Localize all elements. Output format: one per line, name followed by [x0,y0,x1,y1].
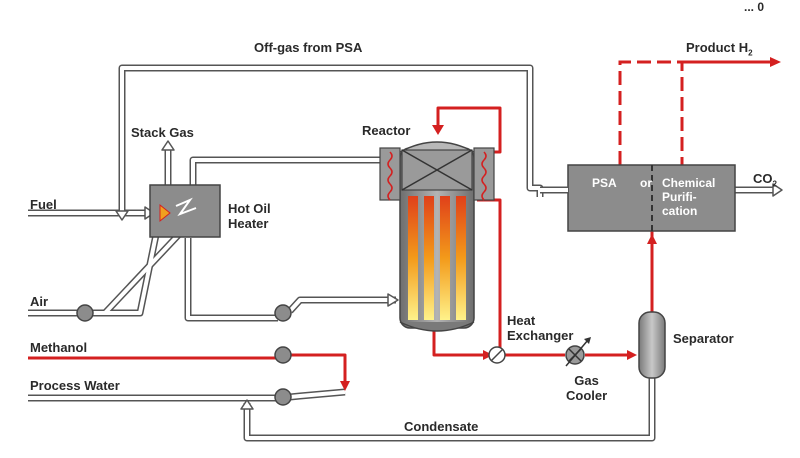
pumps [76,304,292,406]
methanol-pump [274,346,292,364]
co2-subscript: 2 [772,179,777,189]
cold-streams [28,64,775,442]
heat-exchanger [488,346,506,364]
air-pump [76,304,94,322]
stack-gas-arrowhead [161,140,175,151]
condensate-arrowhead [240,399,254,410]
oil-to-reactor-arrowhead [387,293,399,307]
stack-gas-label: Stack Gas [131,125,194,140]
co2-text: CO [753,171,773,186]
product-h2-label: Product H2 [686,40,753,61]
separator-vessel [638,311,666,379]
chemical-purification-label: Chemical Purifi- cation [662,176,716,218]
separator-label: Separator [673,331,734,346]
off-gas-label: Off-gas from PSA [254,40,363,55]
co2-label: CO2 [753,171,777,192]
water-pump [274,388,292,406]
gas-cooler-label: Gas Cooler [566,373,608,403]
co2-arrowhead [772,183,783,197]
oil-pump [274,304,292,322]
hot-oil-heater [149,184,221,238]
reactor-vessel [379,141,495,332]
psa-label: PSA [592,176,617,190]
gas-cooler [565,337,591,367]
methanol-label: Methanol [30,340,88,355]
hot-arrowheads [340,57,781,391]
offgas-arrowhead [115,210,129,221]
air-label: Air [30,294,49,309]
product-h2-subscript: 2 [748,48,753,58]
psa-unit [567,164,736,232]
heat-exchanger-label: Heat Exchanger [507,313,574,343]
hot-oil-heater-label: Hot Oil Heater [228,201,271,231]
process-water-label: Process Water [30,378,120,393]
psa-or-label: or [640,176,652,190]
header-fragment: ... 0 [744,0,765,14]
product-h2-text: Product H [686,40,749,55]
condensate-label: Condensate [404,419,479,434]
reactor-label: Reactor [362,123,411,138]
fuel-label: Fuel [30,197,57,212]
